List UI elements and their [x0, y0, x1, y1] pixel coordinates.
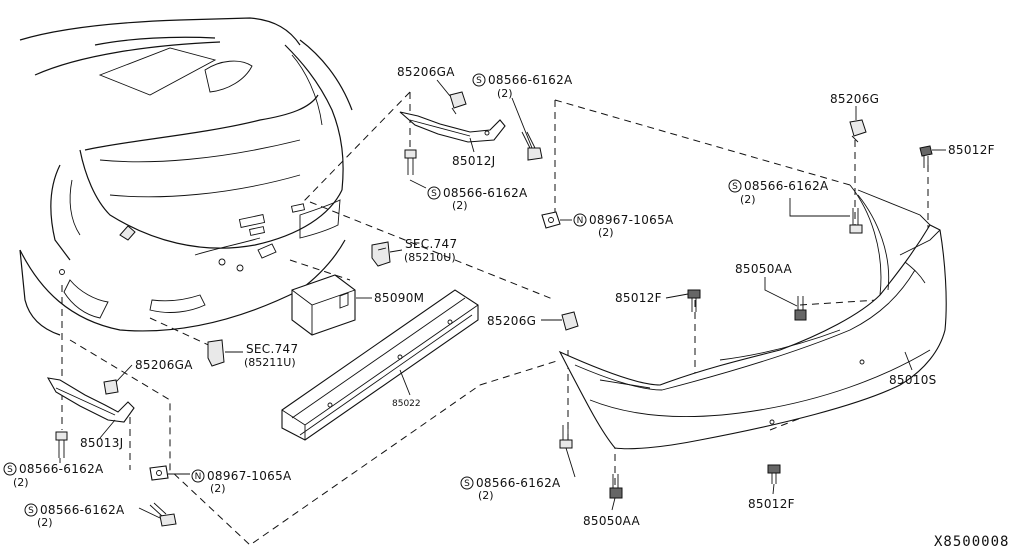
label-bolt-top-b: 08566-6162A	[443, 186, 528, 200]
label-85012f-mid: 85012F	[615, 291, 662, 305]
screw-85050aa-bottom	[609, 474, 623, 499]
rivet-85012f-mid	[687, 289, 701, 312]
reference-code: X8500008	[934, 534, 1009, 550]
label-sec747-b-sub: (85211U)	[244, 356, 296, 369]
rivet-85012f-bottom	[767, 464, 781, 484]
qty-bolt-top-b: (2)	[452, 199, 468, 212]
label-sec747-a: SEC.747	[405, 237, 457, 251]
label-85206g-mid: 85206G	[487, 314, 536, 328]
nut-mid	[541, 211, 561, 229]
label-85010s: 85010S	[889, 373, 937, 387]
qty-nut-mid: (2)	[598, 226, 614, 239]
bracket-sec747-b	[207, 339, 225, 367]
label-85012f-top: 85012F	[948, 143, 995, 157]
nut-low	[149, 465, 169, 481]
qty-bolt-top-a: (2)	[497, 87, 513, 100]
vehicle-rear-body	[19, 17, 353, 336]
clip-85206ga-left	[103, 379, 119, 395]
symbol-markers: S S N S S S N S	[3, 73, 742, 517]
bolt-left-a	[55, 431, 68, 458]
label-bolt-right: 08566-6162A	[744, 179, 829, 193]
bolt-left-b	[149, 502, 177, 527]
label-85050aa-top: 85050AA	[735, 262, 793, 276]
label-85090m: 85090M	[374, 291, 424, 305]
label-nut-mid: 08967-1065A	[589, 213, 674, 227]
screw-symbol: S	[464, 479, 470, 489]
label-bolt-bottom: 08566-6162A	[476, 476, 561, 490]
label-85022: 85022	[392, 399, 421, 409]
qty-bolt-right: (2)	[740, 193, 756, 206]
part-labels: 85206GA 08566-6162A (2) 85012J 08566-616…	[13, 65, 1009, 550]
screw-symbol: S	[431, 189, 437, 199]
label-85013j: 85013J	[80, 436, 124, 450]
nut-symbol: N	[195, 472, 202, 482]
bolt-bottom	[559, 425, 573, 449]
screw-symbol: S	[7, 465, 13, 475]
qty-bolt-left-a: (2)	[13, 476, 29, 489]
label-85206g-top: 85206G	[830, 92, 879, 106]
label-85050aa-bottom: 85050AA	[583, 514, 641, 528]
screw-symbol: S	[476, 76, 482, 86]
nut-symbol: N	[577, 216, 584, 226]
leader-lines	[59, 79, 946, 519]
qty-nut-low: (2)	[210, 482, 226, 495]
label-bolt-left-b: 08566-6162A	[40, 503, 125, 517]
screw-85050aa-top	[794, 296, 807, 321]
reinforcement-85022	[281, 289, 479, 441]
clip-85206ga-top	[449, 91, 467, 115]
label-sec747-b: SEC.747	[246, 342, 298, 356]
label-85206ga-left: 85206GA	[135, 358, 193, 372]
screw-symbol: S	[28, 506, 34, 516]
energy-absorber-85090m	[291, 274, 356, 336]
label-sec747-a-sub: (85210U)	[404, 251, 456, 264]
bolt-right	[849, 208, 863, 234]
label-bolt-left-a: 08566-6162A	[19, 462, 104, 476]
screw-symbol: S	[732, 182, 738, 192]
clip-85206g-mid	[561, 311, 579, 331]
label-85012f-bottom: 85012F	[748, 497, 795, 511]
bolt-top-left	[404, 149, 417, 175]
clip-85206g-top	[849, 119, 867, 143]
bracket-85013j	[46, 377, 135, 423]
label-bolt-top-a: 08566-6162A	[488, 73, 573, 87]
bolt-top-right	[521, 131, 543, 161]
label-85012j: 85012J	[452, 154, 496, 168]
bracket-sec747-a	[371, 241, 391, 267]
bracket-85012j	[399, 111, 506, 143]
rivet-85012f-top	[919, 145, 933, 168]
label-nut-low: 08967-1065A	[207, 469, 292, 483]
qty-bolt-bottom: (2)	[478, 489, 494, 502]
bumper-fascia-85010s	[558, 184, 947, 450]
qty-bolt-left-b: (2)	[37, 516, 53, 529]
label-85206ga-top: 85206GA	[397, 65, 455, 79]
